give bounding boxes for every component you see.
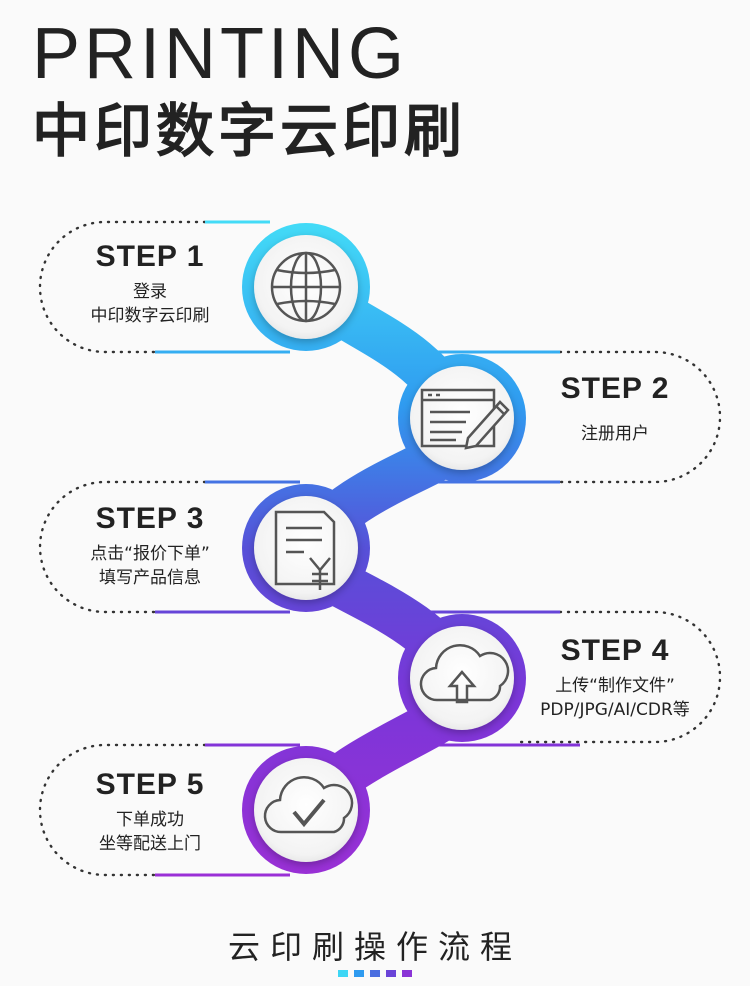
outline-step-4 xyxy=(518,610,722,744)
footer-dot xyxy=(386,970,396,977)
step-1-line-2: 中印数字云印刷 xyxy=(90,306,210,326)
cloud-check-icon xyxy=(263,775,354,834)
title-chinese: 中印数字云印刷 xyxy=(32,97,467,165)
footer-dot xyxy=(338,970,348,977)
outline-step-5 xyxy=(38,743,207,877)
step-1-text: STEP 1 登录 中印数字云印刷 xyxy=(70,240,230,328)
step-2-text: STEP 2 注册用户 xyxy=(540,372,690,446)
dotted-outlines xyxy=(38,220,722,877)
step-4-description: 上传“制作文件” PDP/JPG/AI/CDR等 xyxy=(515,674,715,722)
form-edit-icon xyxy=(420,388,510,450)
connector-lines xyxy=(155,220,580,877)
step-2-line-1: 注册用户 xyxy=(581,424,649,444)
step-1-label: STEP 1 xyxy=(95,240,205,273)
step-3-line-1: 点击“报价下单” xyxy=(90,544,210,564)
invoice-yen-icon xyxy=(274,510,336,590)
footer-dot xyxy=(354,970,364,977)
step-3-label: STEP 3 xyxy=(95,502,205,535)
step-3-text: STEP 3 点击“报价下单” 填写产品信息 xyxy=(70,502,230,590)
outline-step-2 xyxy=(518,350,722,484)
step-4-line-1: 上传“制作文件” xyxy=(555,676,675,696)
step-4-label: STEP 4 xyxy=(560,634,670,667)
step-3-description: 点击“报价下单” 填写产品信息 xyxy=(70,542,230,590)
globe-icon xyxy=(270,251,342,323)
step-4-text: STEP 4 上传“制作文件” PDP/JPG/AI/CDR等 xyxy=(515,634,715,722)
step-3-line-2: 填写产品信息 xyxy=(99,568,201,588)
step-5-line-2: 坐等配送上门 xyxy=(99,834,201,854)
title-english: PRINTING xyxy=(32,14,409,94)
step-4-line-2: PDP/JPG/AI/CDR等 xyxy=(540,700,690,720)
cloud-upload-icon xyxy=(419,643,510,704)
step-5-description: 下单成功 坐等配送上门 xyxy=(70,808,230,856)
step-2-label: STEP 2 xyxy=(560,372,670,405)
step-5-line-1: 下单成功 xyxy=(116,810,184,830)
step-5-label: STEP 5 xyxy=(95,768,205,801)
footer-title: 云印刷操作流程 xyxy=(227,928,522,966)
step-1-description: 登录 中印数字云印刷 xyxy=(70,280,230,328)
footer-dot xyxy=(370,970,380,977)
outline-step-1 xyxy=(38,220,207,354)
outline-step-3 xyxy=(38,480,207,614)
step-1-line-1: 登录 xyxy=(133,282,167,302)
footer-dots xyxy=(0,970,750,977)
step-2-description: 注册用户 xyxy=(540,422,690,446)
footer-dot xyxy=(402,970,412,977)
step-5-text: STEP 5 下单成功 坐等配送上门 xyxy=(70,768,230,856)
